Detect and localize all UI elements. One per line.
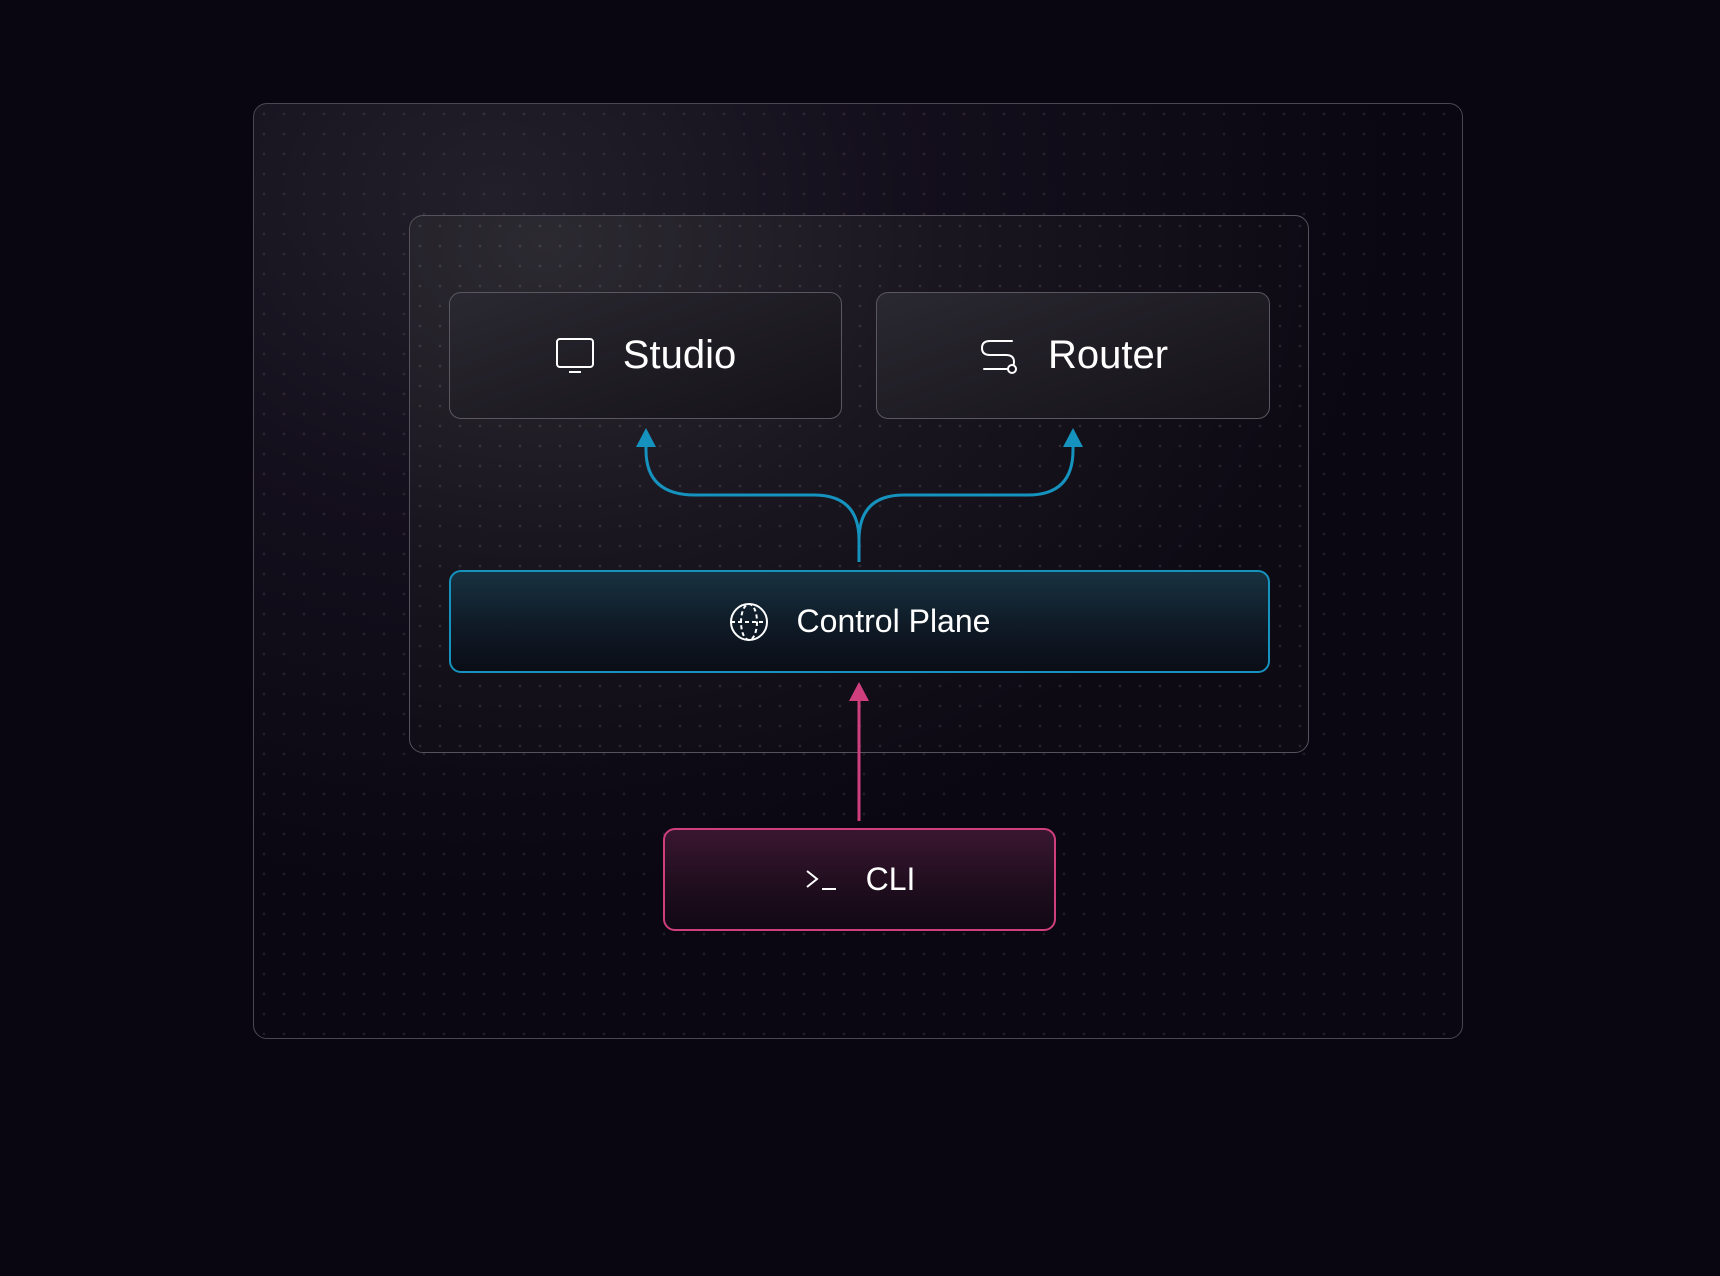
arrowhead-router: [1063, 428, 1083, 447]
route-icon: [978, 338, 1020, 374]
router-node[interactable]: Router: [876, 292, 1270, 419]
arrowhead-control-plane: [849, 682, 869, 701]
control-plane-node[interactable]: Control Plane: [449, 570, 1270, 673]
arrowhead-studio: [636, 428, 656, 447]
cli-node[interactable]: CLI: [663, 828, 1056, 931]
router-label: Router: [1047, 333, 1169, 377]
studio-node[interactable]: Studio: [449, 292, 842, 419]
edge-control-plane-to-router: [857, 440, 1075, 562]
control-plane-label: Control Plane: [796, 603, 991, 639]
globe-icon: [729, 602, 769, 642]
studio-label: Studio: [622, 333, 737, 377]
monitor-icon: [555, 337, 595, 375]
terminal-icon: [804, 867, 838, 893]
edge-control-plane-to-studio: [644, 440, 861, 562]
cli-label: CLI: [865, 861, 916, 897]
